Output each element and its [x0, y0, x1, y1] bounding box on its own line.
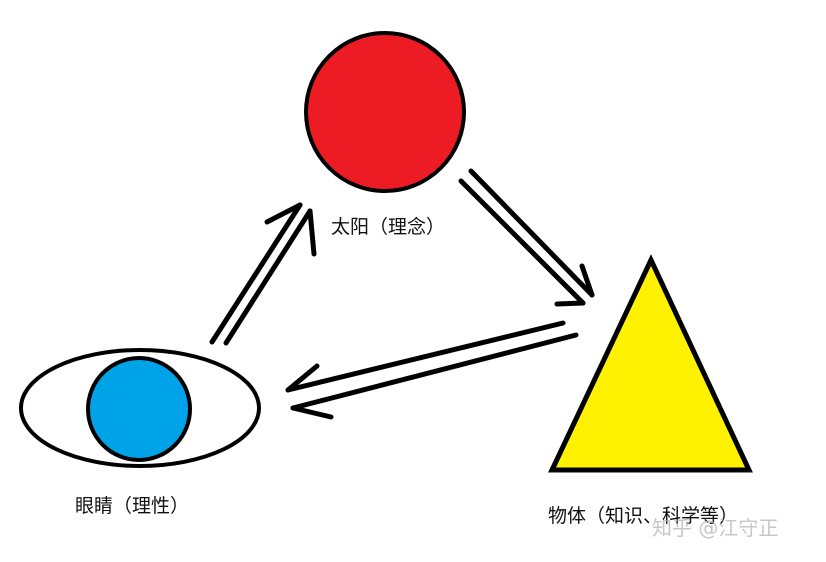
- eye-label: 眼睛（理性）: [75, 495, 190, 517]
- sun-circle: [304, 31, 466, 193]
- object-triangle: [548, 254, 753, 473]
- object-label: 物体（知识、科学等）: [548, 505, 739, 527]
- arrow-sun-to-object: [458, 168, 595, 307]
- eye-icon: [19, 348, 261, 468]
- sun-label: 太阳（理念）: [331, 216, 446, 238]
- arrow-object-to-eye: [285, 320, 579, 420]
- watermark: 知乎 @江守正: [652, 516, 779, 540]
- arrow-eye-to-sun: [209, 202, 317, 346]
